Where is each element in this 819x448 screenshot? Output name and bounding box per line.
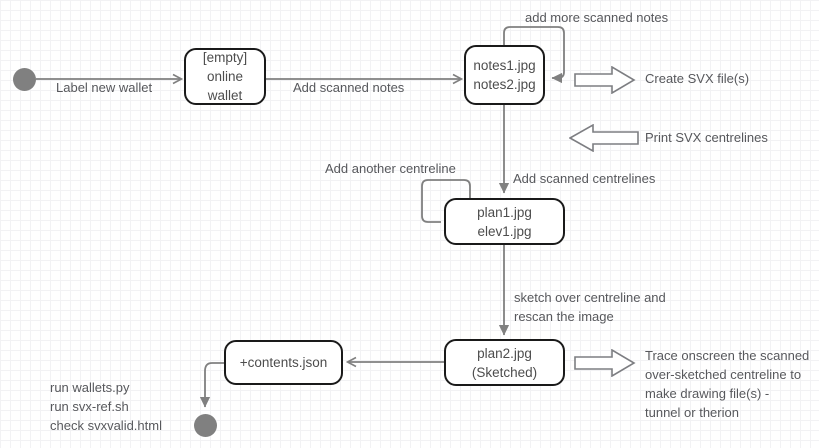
edge-label-add-another-centreline: Add another centreline: [325, 161, 456, 176]
end-node[interactable]: [194, 414, 217, 437]
node-plan1[interactable]: plan1.jpg elev1.jpg: [444, 198, 565, 245]
node-online-wallet-line-3: wallet: [207, 88, 243, 103]
trace-line-2: over-sketched centreline to: [645, 367, 802, 382]
script-note-2: run svx-ref.sh: [50, 399, 129, 414]
edge-label-add-scanned-centrelines: Add scanned centrelines: [513, 171, 656, 186]
block-arrow-label-create-svx: Create SVX file(s): [645, 71, 750, 86]
node-plan2[interactable]: plan2.jpg (Sketched): [444, 339, 565, 386]
script-notes: run wallets.py run svx-ref.sh check svxv…: [50, 378, 162, 435]
node-online-wallet-line-1: [empty]: [202, 50, 248, 65]
node-contents-json[interactable]: +contents.json: [224, 340, 343, 385]
start-node[interactable]: [13, 68, 36, 91]
block-arrow-print-svx: [569, 124, 639, 152]
script-note-1: run wallets.py: [50, 380, 130, 395]
edge-label-add-more-scanned-notes: add more scanned notes: [525, 10, 669, 25]
block-arrow-create-svx: [574, 66, 636, 94]
sketch-line-1: sketch over centreline and: [514, 290, 666, 305]
node-notes-line-2: notes2.jpg: [473, 77, 536, 92]
edge-label-sketch-over-centreline: sketch over centreline and rescan the im…: [514, 288, 666, 326]
sketch-line-2: rescan the image: [514, 309, 614, 324]
node-plan2-line-2: (Sketched): [471, 364, 538, 380]
node-online-wallet[interactable]: [empty] online wallet: [184, 48, 266, 105]
edge-contents-to-end: [199, 362, 224, 408]
trace-line-3: make drawing file(s) -: [645, 386, 770, 401]
script-note-3: check svxvalid.html: [50, 418, 162, 433]
node-online-wallet-line-2: online: [206, 69, 244, 84]
node-plan1-line-1: plan1.jpg: [477, 204, 532, 220]
edge-label-add-scanned-notes: Add scanned notes: [293, 80, 405, 95]
node-notes[interactable]: notes1.jpg notes2.jpg: [464, 45, 545, 105]
block-arrow-trace-onscreen: [574, 349, 636, 377]
trace-line-4: tunnel or therion: [645, 405, 739, 420]
node-plan2-line-1: plan2.jpg: [477, 345, 532, 361]
node-contents-json-label: +contents.json: [239, 355, 328, 370]
node-plan1-line-2: elev1.jpg: [477, 223, 532, 239]
block-arrow-label-print-svx: Print SVX centrelines: [645, 130, 768, 145]
edge-label-label-new-wallet: Label new wallet: [56, 80, 153, 95]
trace-line-1: Trace onscreen the scanned: [645, 348, 810, 363]
node-notes-line-1: notes1.jpg: [473, 58, 536, 73]
block-arrow-label-trace-onscreen: Trace onscreen the scanned over-sketched…: [645, 346, 809, 422]
